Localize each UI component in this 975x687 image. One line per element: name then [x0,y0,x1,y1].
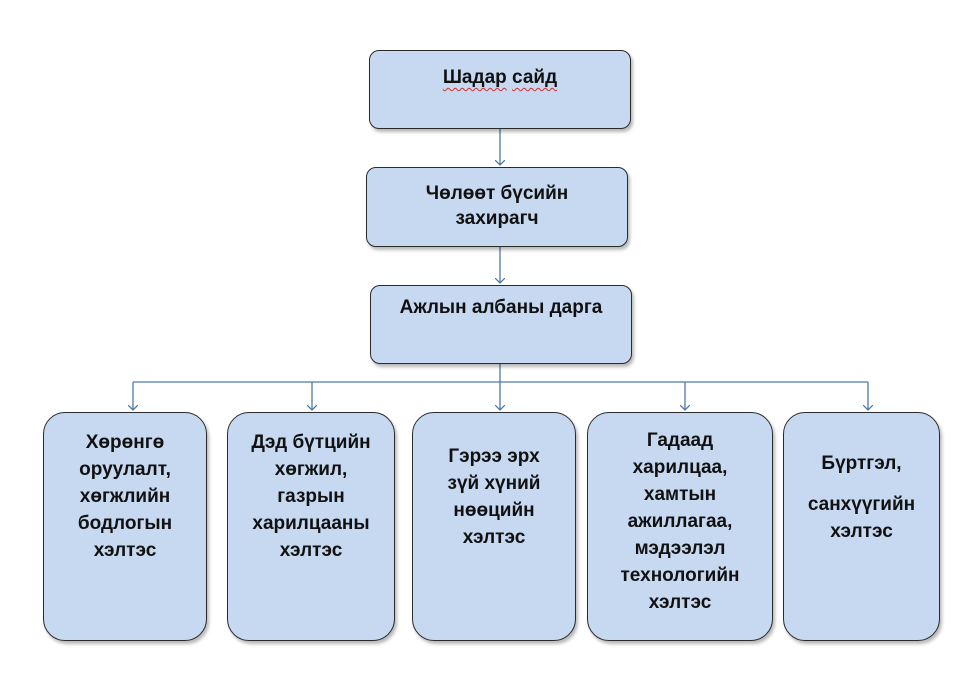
node-deputy-minister-word2: сайд [512,67,558,88]
dept-line: хамтын [643,484,717,505]
dept-line: хөгжил, [274,459,348,480]
dept-line: оруулалт, [79,459,171,480]
dept-line: зүй хүний [447,473,541,494]
dept-line: нөөцийн [453,500,535,521]
node-deputy-minister: Шадар сайд [369,50,631,129]
dept-line: Хөрөнгө [85,432,165,453]
dept-registration-finance: Бүртгэл, санхүүгийн хэлтэс [783,412,940,641]
dept-line: хэлтэс [462,527,526,548]
dept-foreign-relations-it: Гадаад харилцаа, хамтын ажиллагаа, мэдээ… [587,412,773,641]
dept-line: хэлтэс [93,540,157,561]
node-deputy-minister-word1: Шадар [442,67,507,88]
dept-legal-hr: Гэрээ эрх зүй хүний нөөцийн хэлтэс [412,412,576,641]
dept-line: Гэрээ эрх [448,446,540,467]
dept-line: хэлтэс [648,592,712,613]
dept-line: хэлтэс [830,521,893,542]
dept-line: хэлтэс [279,540,343,561]
dept-line: технологийн [620,565,740,586]
dept-line: мэдээлэл [634,538,726,559]
dept-line-spacer [784,477,939,491]
dept-line: Гадаад [646,430,714,451]
node-free-zone-governor: Чөлөөт бүсийн захирагч [366,167,628,247]
node-free-zone-governor-line1: Чөлөөт бүсийн [425,183,569,204]
dept-line: харилцааны [252,513,370,534]
dept-line: санхүүгийн [807,494,916,515]
node-deputy-minister-label: Шадар сайд [370,64,630,91]
dept-line: Бүртгэл, [821,453,902,474]
dept-line: бодлогын [77,513,173,534]
node-free-zone-governor-line2: захирагч [455,208,539,229]
dept-line: ажиллагаа, [627,511,733,532]
dept-line: Дэд бүтцийн [251,432,371,453]
node-chief-of-staff: Ажлын албаны дарга [370,285,632,364]
dept-investment-policy: Хөрөнгө оруулалт, хөгжлийн бодлогын хэлт… [43,412,207,641]
node-chief-of-staff-line1: Ажлын албаны дарга [399,297,603,318]
dept-line: хөгжлийн [79,486,171,507]
dept-line: харилцаа, [632,457,728,478]
dept-infrastructure-land: Дэд бүтцийн хөгжил, газрын харилцааны хэ… [227,412,395,641]
dept-line: газрын [277,486,345,507]
